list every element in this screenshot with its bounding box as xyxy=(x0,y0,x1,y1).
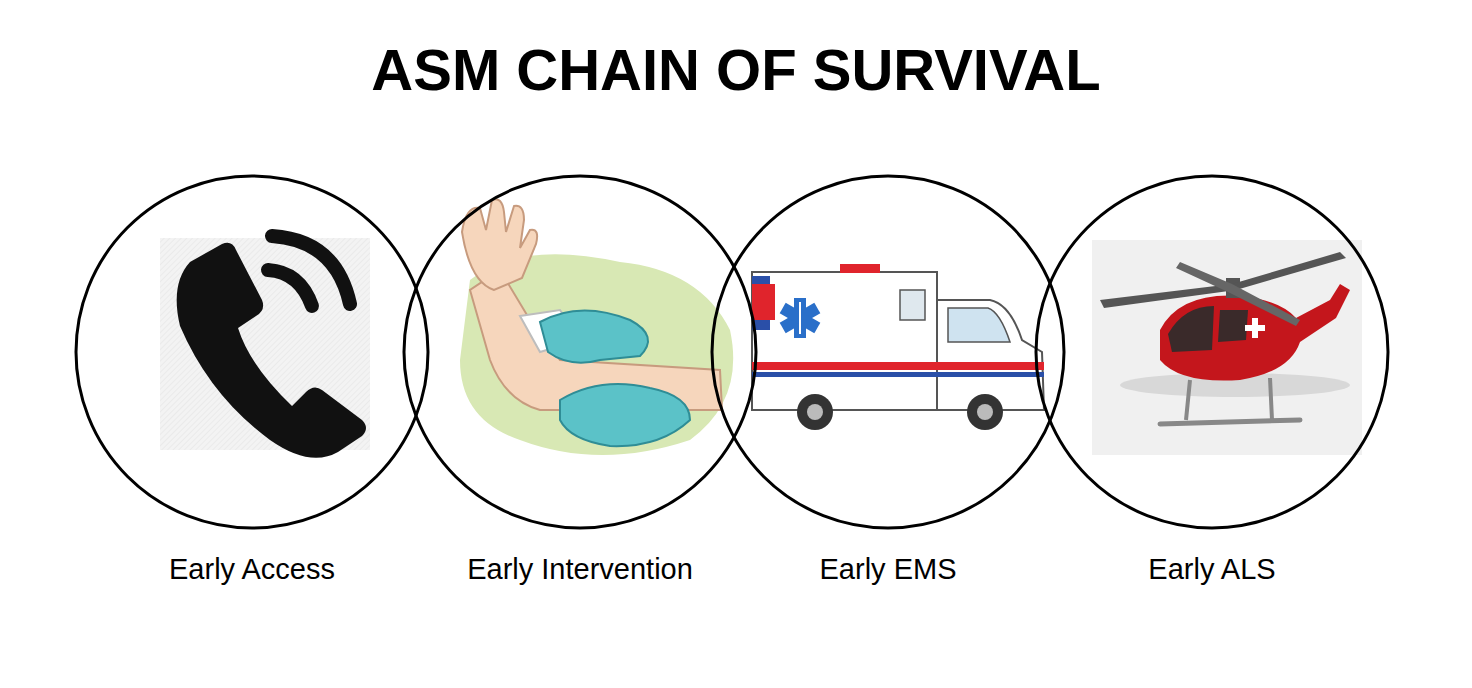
circle-outline xyxy=(74,174,430,530)
step-label: Early Access xyxy=(169,552,335,587)
bandaging-icon xyxy=(460,199,733,455)
chain-circle: Early EMS xyxy=(710,174,1066,530)
chain-circle: Early Access xyxy=(74,174,430,530)
circle-outline xyxy=(710,174,1066,530)
circle-outline xyxy=(1034,174,1390,530)
ambulance-icon xyxy=(752,264,1044,430)
phone-icon xyxy=(160,236,370,458)
helicopter-icon xyxy=(1092,240,1362,455)
chain-circle: Early ALS xyxy=(1034,174,1390,530)
step-label: Early EMS xyxy=(820,552,957,587)
circle-outline xyxy=(402,174,758,530)
circle-outline xyxy=(712,176,1064,528)
circle-outline xyxy=(404,176,756,528)
step-label: Early Intervention xyxy=(467,552,693,587)
chain-circle: Early Intervention xyxy=(402,174,758,530)
circle-outline xyxy=(1036,176,1388,528)
step-label: Early ALS xyxy=(1148,552,1275,587)
diagram-title: ASM CHAIN OF SURVIVAL xyxy=(0,38,1472,102)
circle-outline xyxy=(76,176,428,528)
